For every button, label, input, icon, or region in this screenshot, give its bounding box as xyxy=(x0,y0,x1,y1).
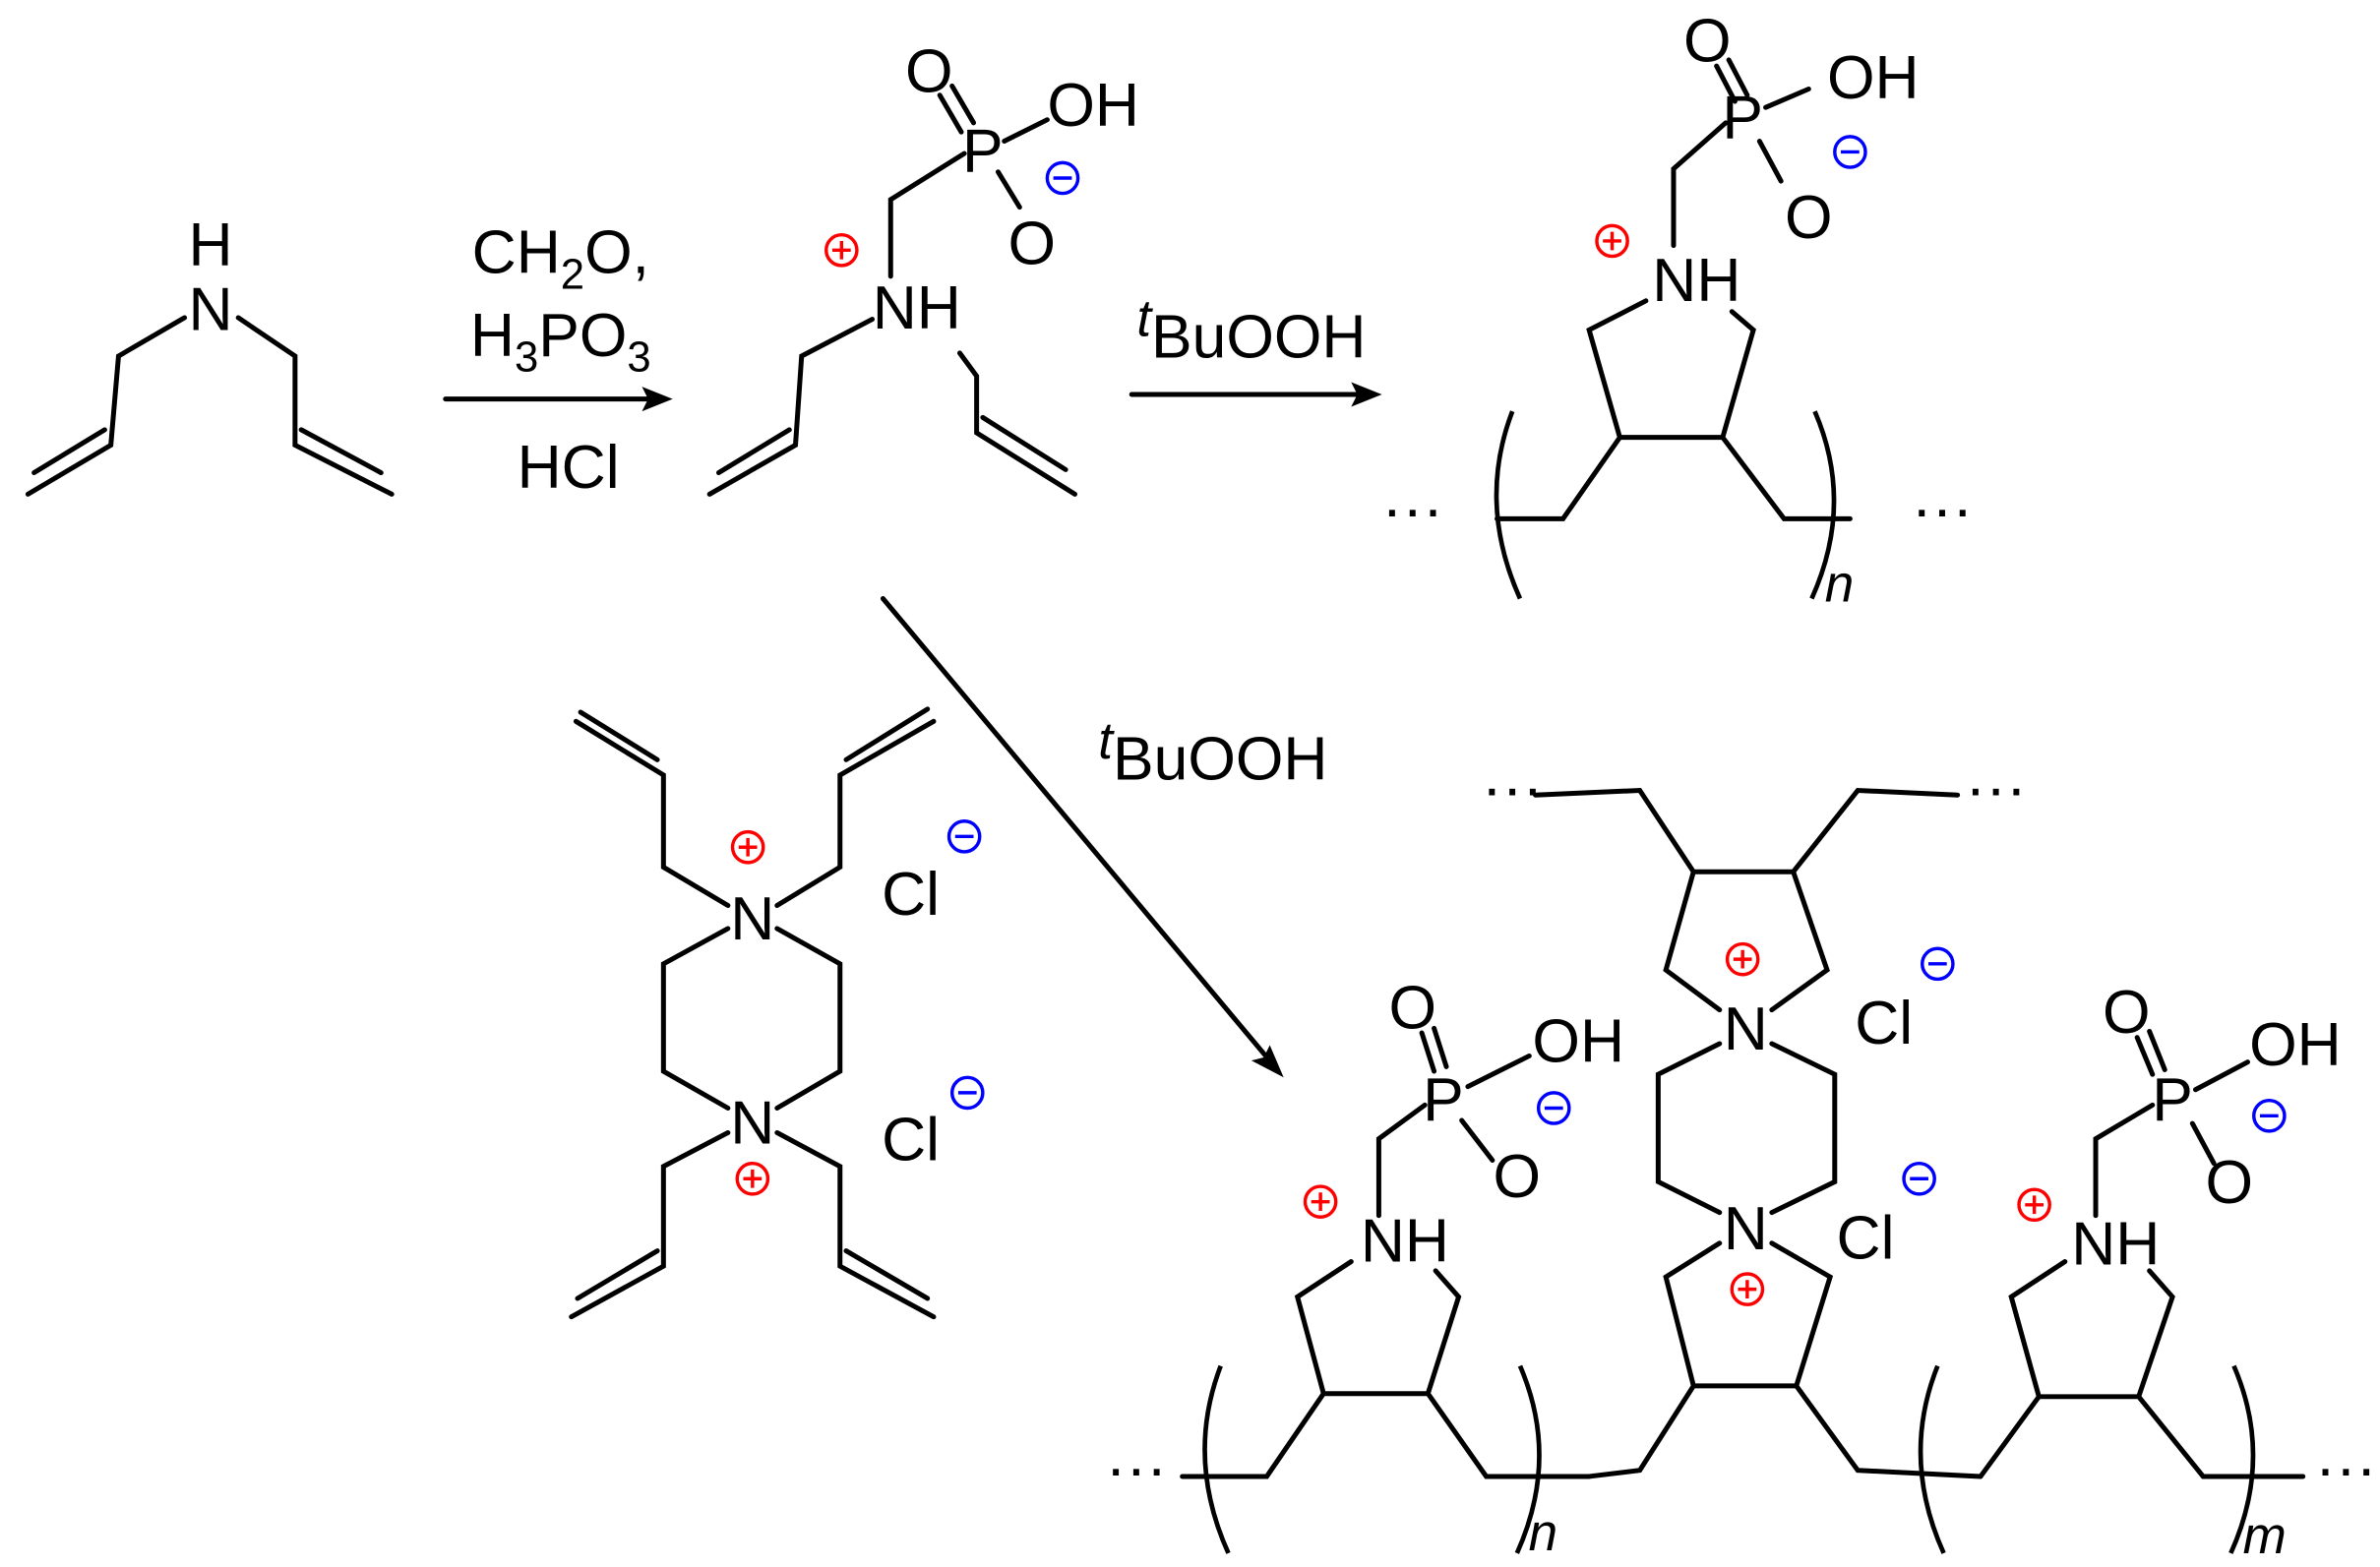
reagent-formaldehyde: CH2O, xyxy=(472,219,649,299)
atom-o: O xyxy=(1494,1143,1542,1211)
repeat-index-n: n xyxy=(1825,556,1854,614)
bonds xyxy=(1180,1025,1592,1479)
reaction-arrow-2 xyxy=(1129,382,1382,407)
reagent-tbuooh-2: tBuOOH xyxy=(1098,712,1327,794)
atom-oh: OH xyxy=(2249,1011,2342,1079)
atom-o: O xyxy=(1008,210,1057,277)
crosslinked-copolymer: O P OH O NH ··· n ··· ··· N N Cl Cl O P … xyxy=(1106,754,2377,1565)
chain-continuation: ··· xyxy=(1106,1434,1167,1502)
atom-h: H xyxy=(189,211,233,279)
chloride: Cl xyxy=(882,861,940,929)
bracket-right xyxy=(1514,1364,1542,1554)
reaction-arrow-3 xyxy=(880,595,1284,1078)
bonds xyxy=(569,706,937,1320)
chloride: Cl xyxy=(1837,1204,1895,1272)
bonds xyxy=(1533,787,1983,1479)
positive-charge-icon xyxy=(824,232,859,268)
reagent-phosphorous-acid: H3PO3 xyxy=(470,302,651,382)
reagent-hcl: HCl xyxy=(518,434,620,502)
tetraallylpiperazinium-crosslinker: N N Cl Cl xyxy=(569,706,985,1320)
monomer-phosphonate: O P OH O NH xyxy=(706,38,1139,497)
atom-p: P xyxy=(2152,1066,2193,1134)
bracket-right xyxy=(2228,1364,2256,1554)
bracket-right xyxy=(1809,410,1837,600)
chain-continuation: ··· xyxy=(2315,1434,2376,1502)
atom-oh: OH xyxy=(1532,1008,1624,1076)
negative-charge-icon xyxy=(1536,1091,1571,1125)
positive-charge-icon xyxy=(1303,1184,1338,1219)
atom-oh: OH xyxy=(1047,72,1139,140)
atom-o: O xyxy=(1683,7,1732,75)
atom-nh: NH xyxy=(2071,1211,2160,1279)
atom-o: O xyxy=(2103,979,2151,1047)
reaction-arrow-1 xyxy=(443,387,673,412)
bonds xyxy=(1495,57,1853,521)
reagent-tbuooh-1: tBuOOH xyxy=(1136,290,1366,372)
positive-charge-icon xyxy=(1725,941,1760,977)
negative-charge-icon xyxy=(1902,1161,1936,1196)
atom-n: N xyxy=(730,885,774,953)
bracket-left xyxy=(1918,1364,1946,1554)
chain-continuation: ··· xyxy=(1912,475,1973,543)
atom-nh: NH xyxy=(873,274,961,342)
negative-charge-icon xyxy=(1045,160,1080,196)
chain-continuation: ··· xyxy=(1482,754,1543,822)
bracket-left xyxy=(1202,1364,1231,1554)
atom-o: O xyxy=(1785,184,1833,252)
atom-nh: NH xyxy=(1652,247,1740,315)
negative-charge-icon xyxy=(1833,135,1867,169)
positive-charge-icon xyxy=(735,1161,770,1196)
chain-continuation: ··· xyxy=(1965,754,2026,822)
repeat-index-m: m xyxy=(2243,1507,2287,1565)
atom-oh: OH xyxy=(1827,44,1920,112)
negative-charge-icon xyxy=(2252,1098,2287,1133)
chloride: Cl xyxy=(882,1107,940,1175)
atom-p: P xyxy=(1722,84,1763,151)
negative-charge-icon xyxy=(1921,946,1955,982)
bracket-left xyxy=(1494,410,1523,600)
atom-o: O xyxy=(1388,974,1436,1042)
atom-n: N xyxy=(189,275,233,343)
negative-charge-icon xyxy=(949,1075,985,1111)
bonds xyxy=(706,83,1077,497)
positive-charge-icon xyxy=(730,829,765,865)
negative-charge-icon xyxy=(946,819,982,854)
bonds xyxy=(1978,1028,2306,1479)
chain-continuation: ··· xyxy=(1382,475,1443,543)
atom-o: O xyxy=(905,38,953,106)
chloride: Cl xyxy=(1855,990,1913,1057)
diallylamine: H N xyxy=(25,211,395,497)
repeat-index-n: n xyxy=(1529,1504,1558,1562)
atom-p: P xyxy=(1423,1066,1464,1134)
atom-nh: NH xyxy=(1361,1208,1449,1276)
polymer-homopolymer: O P OH O NH ··· ··· n xyxy=(1382,7,1974,613)
positive-charge-icon xyxy=(2017,1187,2051,1223)
positive-charge-icon xyxy=(1595,223,1629,259)
atom-n: N xyxy=(1724,995,1768,1063)
positive-charge-icon xyxy=(1730,1272,1765,1306)
bonds xyxy=(25,315,395,497)
atom-p: P xyxy=(962,118,1004,186)
atom-n: N xyxy=(1724,1195,1768,1263)
atom-n: N xyxy=(730,1089,774,1157)
